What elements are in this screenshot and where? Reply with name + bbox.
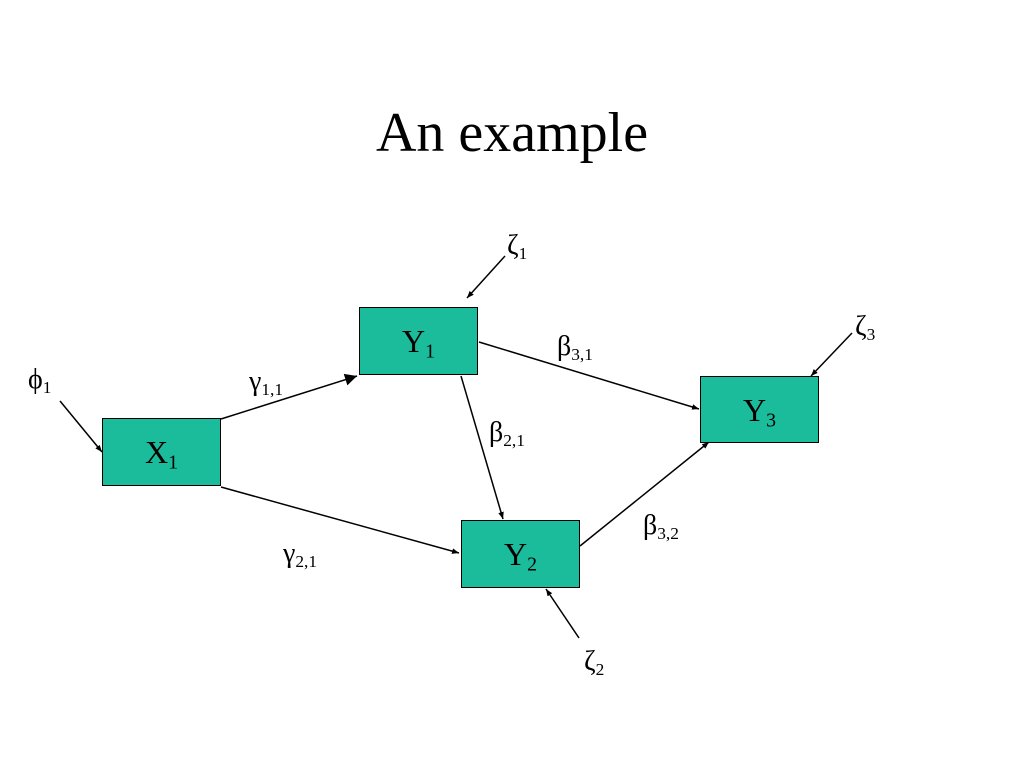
arrow-gamma-2-1	[220, 486, 460, 554]
label-beta-2-1: β2,1	[489, 417, 525, 450]
label-beta-3-1: β3,1	[557, 331, 593, 364]
arrow-zeta-1	[466, 255, 506, 299]
node-y1: Y1	[359, 307, 478, 375]
node-y2-label: Y2	[503, 536, 538, 576]
label-gamma-1-1: γ1,1	[249, 366, 284, 399]
node-y3: Y3	[700, 376, 819, 443]
arrow-phi-1	[59, 400, 103, 453]
label-zeta-2: ζ2	[584, 646, 605, 679]
label-phi-1: ϕ1	[28, 364, 52, 397]
label-zeta-3: ζ3	[855, 311, 876, 344]
arrow-zeta-2	[545, 588, 580, 639]
node-y1-label: Y1	[401, 323, 436, 363]
label-gamma-2-1: γ2,1	[283, 538, 318, 571]
arrow-zeta-3	[810, 332, 853, 377]
label-beta-3-2: β3,2	[643, 510, 679, 543]
node-x1-label: X1	[144, 434, 179, 474]
arrow-beta-3-1	[478, 341, 700, 410]
arrow-beta-3-2	[579, 441, 710, 547]
node-y3-label: Y3	[742, 391, 777, 432]
slide-title: An example	[375, 102, 649, 164]
arrow-gamma-1-1	[220, 373, 358, 420]
arrow-beta-2-1	[460, 375, 504, 520]
node-x1: X1	[102, 418, 221, 486]
label-zeta-1: ζ1	[507, 230, 528, 263]
node-y2: Y2	[461, 520, 580, 588]
